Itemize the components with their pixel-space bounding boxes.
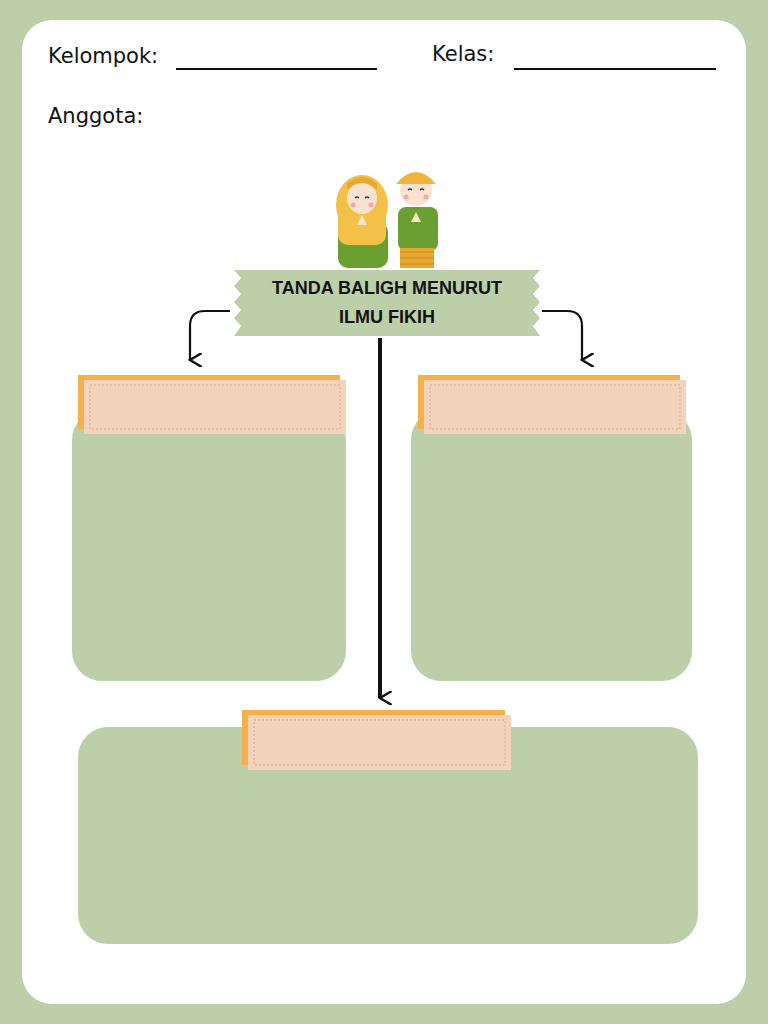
label-tab <box>248 715 511 770</box>
arrow <box>378 338 382 698</box>
field-label: Kelas: <box>432 42 494 67</box>
girl-figure <box>336 175 388 268</box>
tab-dash <box>90 385 340 429</box>
boy-figure <box>396 172 438 268</box>
field-label: Anggota: <box>48 104 143 129</box>
white-card <box>22 20 746 1004</box>
worksheet-title: TANDA BALIGH MENURUT ILMU FIKIH <box>250 274 524 332</box>
arrow <box>190 311 230 360</box>
tab-dash <box>254 720 505 765</box>
answer-box <box>411 410 692 681</box>
tab-dash <box>430 385 680 429</box>
label-tab <box>424 380 686 434</box>
fill-line <box>514 68 716 70</box>
title-banner <box>234 270 540 336</box>
label-tab <box>84 380 346 434</box>
arrow <box>542 311 582 360</box>
field-label: Kelompok: <box>48 44 158 69</box>
fill-line <box>176 68 377 70</box>
answer-box <box>72 410 346 681</box>
